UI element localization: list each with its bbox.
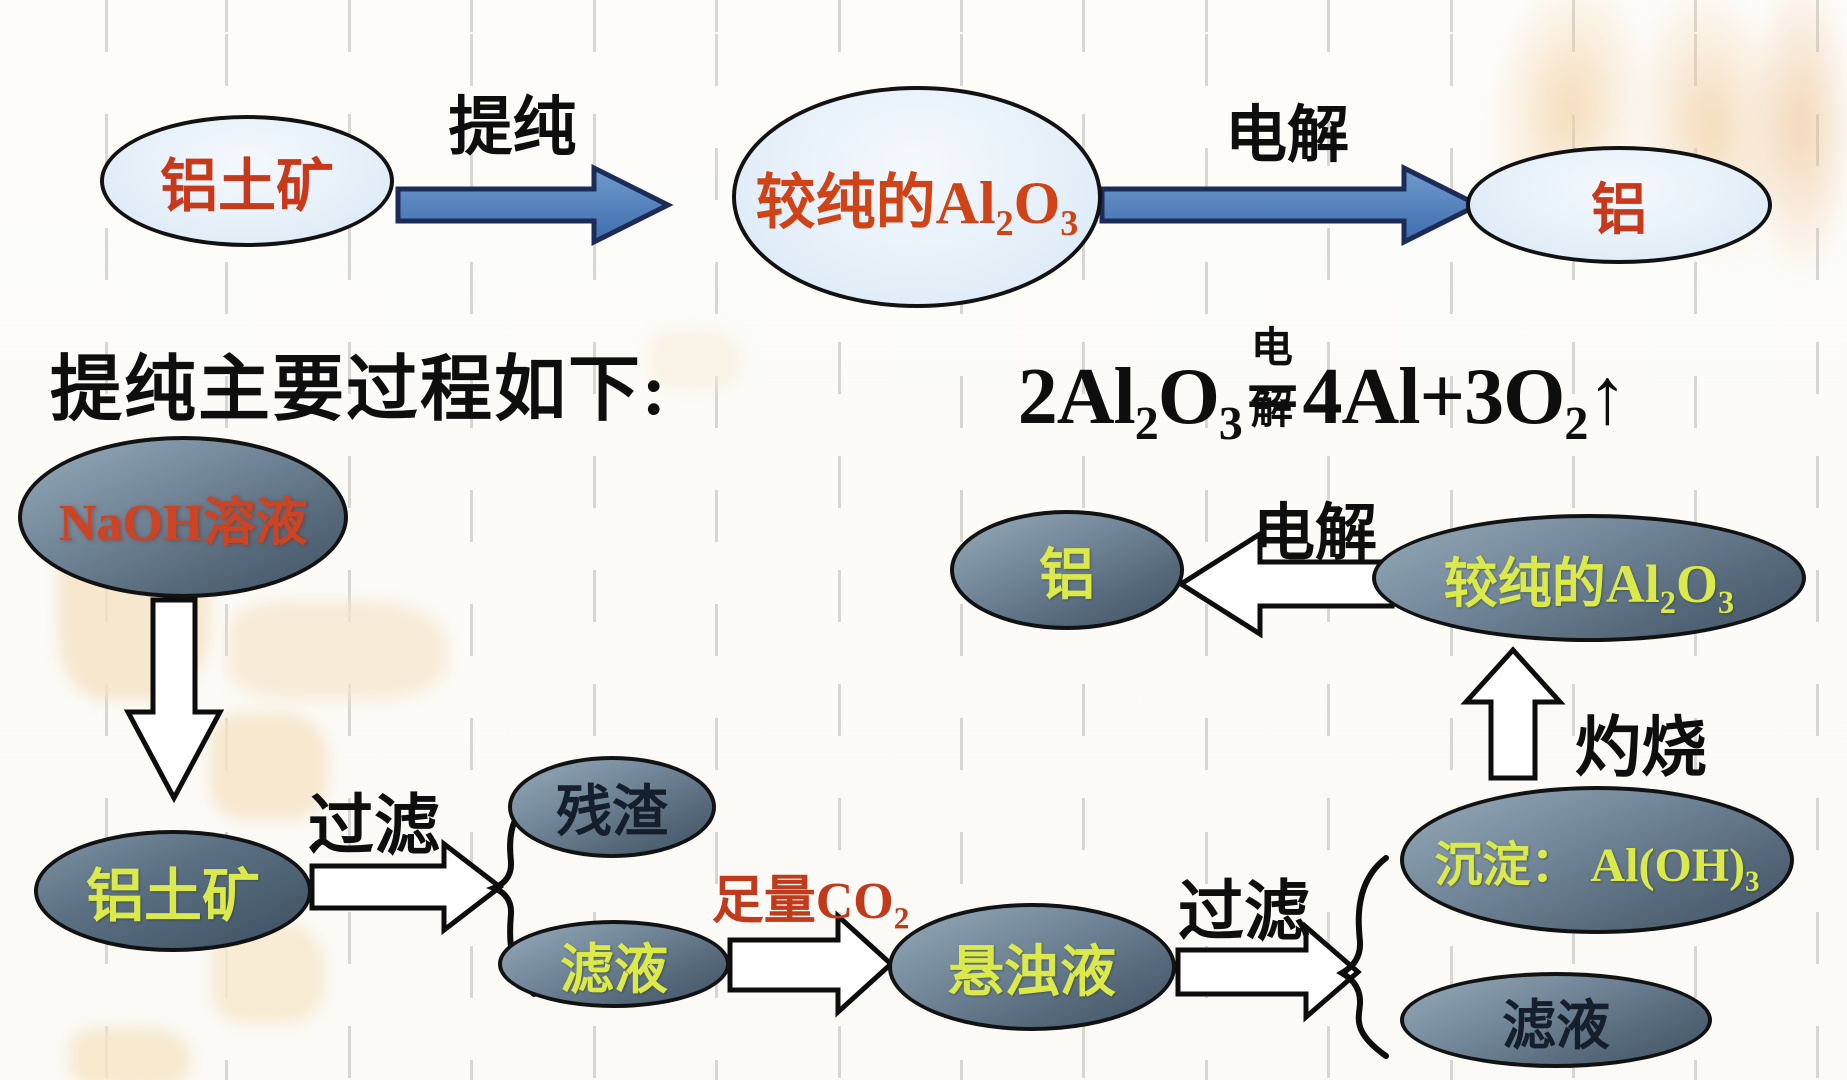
node-filtrate2: 滤液 [1400, 972, 1712, 1068]
electrolysis-top-label: 电解 [1224, 102, 1349, 170]
naoh-down-arrow [123, 597, 225, 804]
node-aluminum-top: 铝 [1466, 146, 1772, 264]
grid-line [1816, 0, 1819, 1080]
brace-split2 [1336, 855, 1389, 1059]
node-naoh-solution-label: NaOH溶液 [58, 494, 308, 552]
node-pure-al2o3-top-label: 较纯的Al₂O₃ [755, 169, 1079, 236]
node-filtrate2-label: 滤液 [1502, 995, 1610, 1056]
node-filtrate1-label: 滤液 [560, 939, 668, 1000]
watermark-blob [70, 1028, 190, 1080]
grid-line [1327, 0, 1330, 1080]
filter2-label: 过滤 [1178, 876, 1310, 949]
node-aluminum-process: 铝 [950, 510, 1184, 630]
node-aluminum-top-label: 铝 [1591, 179, 1647, 242]
node-precipitate-label: 沉淀： Al(OH)₃ [1434, 839, 1760, 892]
filter1-label: 过滤 [308, 790, 440, 863]
electrolysis-bottom-label: 电解 [1252, 500, 1377, 568]
filter1-arrow [309, 838, 505, 936]
calcination-up-arrow [1460, 646, 1566, 781]
node-bauxite-process: 铝土矿 [34, 830, 312, 952]
grid-line [960, 0, 963, 1080]
watermark-blob [650, 330, 740, 390]
grid-line [348, 0, 351, 1080]
grid-line [1205, 0, 1208, 1080]
node-filtrate1: 滤液 [498, 920, 730, 1008]
grid-line [470, 0, 473, 1080]
node-aluminum-process-label: 铝 [1039, 544, 1095, 607]
equation-lhs: 2Al₂O₃ [1017, 353, 1243, 441]
node-bauxite-process-label: 铝土矿 [85, 864, 260, 929]
equation-equals: 电解= [1234, 326, 1310, 443]
calcination-label: 灼烧 [1575, 712, 1707, 785]
node-residue: 残渣 [508, 756, 716, 858]
co2-label: 足量CO₂ [711, 873, 910, 930]
watermark-blob [228, 600, 446, 700]
node-naoh-solution: NaOH溶液 [18, 436, 348, 598]
node-pure-al2o3-top: 较纯的Al₂O₃ [732, 86, 1102, 308]
electrolysis-arrow-bottom [1176, 529, 1395, 639]
grid-line [838, 0, 841, 1080]
equation-equals-sign: = [1244, 353, 1301, 441]
watermark-blob [210, 712, 328, 820]
purify-arrow [395, 163, 674, 247]
node-pure-al2o3-process-label: 较纯的Al₂O₃ [1443, 553, 1735, 614]
filter2-arrow [1175, 921, 1362, 1023]
section-heading: 提纯主要过程如下: [50, 350, 668, 430]
node-bauxite-top: 铝土矿 [100, 115, 394, 247]
node-residue-label: 残渣 [556, 781, 668, 844]
purify-arrow-label: 提纯 [448, 92, 577, 163]
co2-arrow [727, 910, 895, 1018]
electrolysis-arrow-top [1099, 163, 1484, 247]
grid-line [715, 0, 718, 1080]
equation-condition: 电解 [1251, 326, 1294, 433]
watermark-blob [1748, 0, 1847, 270]
brace-split1 [485, 793, 537, 997]
node-bauxite-top-label: 铝土矿 [159, 154, 334, 219]
node-pure-al2o3-process: 较纯的Al₂O₃ [1372, 514, 1806, 642]
node-suspension-label: 悬浊液 [948, 941, 1116, 1004]
grid-line [593, 0, 596, 1080]
node-suspension: 悬浊液 [888, 903, 1176, 1031]
equation-rhs: 4Al+3O₂↑ [1302, 353, 1628, 441]
node-precipitate: 沉淀： Al(OH)₃ [1400, 786, 1794, 934]
